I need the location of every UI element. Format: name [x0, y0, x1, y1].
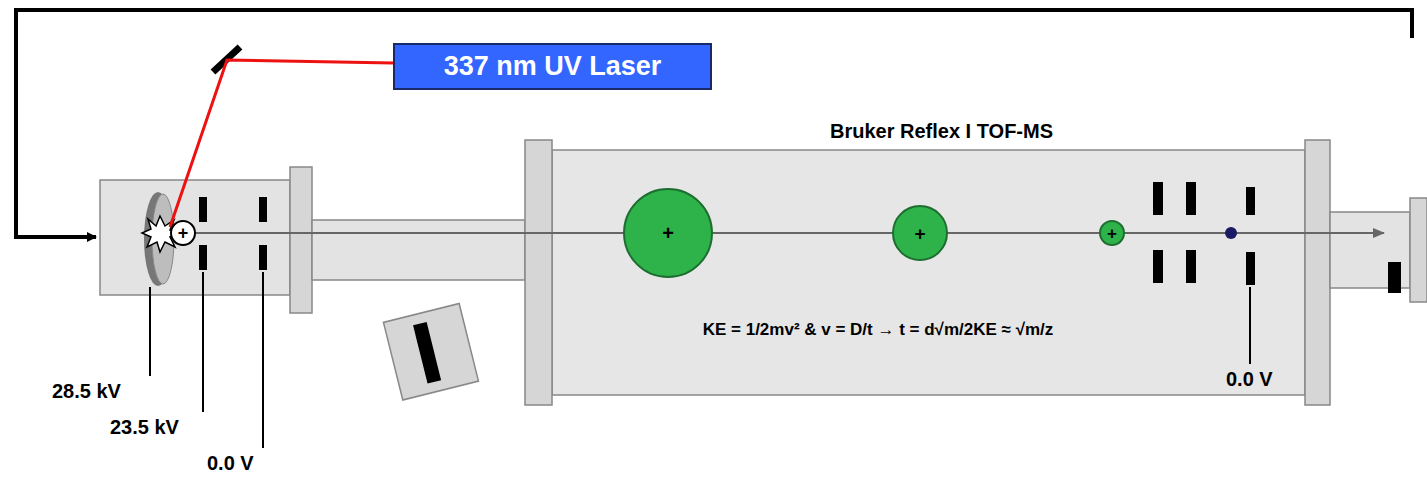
reflectron-plate	[1153, 250, 1163, 283]
source-flange	[290, 167, 312, 313]
box-label: 337 nm UV Laser	[444, 53, 662, 80]
leader-line	[262, 272, 264, 448]
laser-box: 337 nm UV Laser	[393, 43, 712, 90]
voltage-label: 28.5 kV	[52, 380, 121, 403]
detector-flange	[1410, 198, 1427, 302]
neutral-particle	[1225, 227, 1237, 239]
laser-beam	[170, 60, 393, 227]
source-housing	[100, 180, 290, 295]
charge-sign: +	[178, 224, 189, 242]
reflectron-plate	[1186, 182, 1196, 215]
linear-detector	[383, 304, 478, 400]
extraction-plate	[199, 245, 207, 270]
leader-line	[202, 272, 204, 412]
leader-line	[1249, 287, 1251, 364]
voltage-label: 0.0 V	[1226, 368, 1273, 391]
reflectron-plate	[1246, 252, 1255, 285]
voltage-label: 23.5 kV	[110, 416, 179, 439]
leader-line	[149, 287, 151, 376]
equation: KE = 1/2mv² & v = D/t → t = d√m/2KE ≈ √m…	[703, 320, 1054, 340]
reflectron-plate	[1153, 182, 1163, 215]
reflectron-plate	[1186, 250, 1196, 283]
charge-sign: +	[914, 224, 925, 243]
ground-plate	[259, 197, 267, 222]
reflectron-plate	[1246, 187, 1255, 215]
ion-circle: +	[892, 205, 948, 261]
voltage-label: 0.0 V	[207, 452, 254, 475]
flight-tube	[312, 220, 525, 280]
chamber-flange	[525, 140, 552, 405]
ion-circle: +	[623, 188, 713, 278]
ion-path	[192, 232, 1384, 234]
analyzer-chamber	[552, 150, 1305, 395]
ion-circle: +	[170, 220, 196, 246]
instrument-name: Bruker Reflex I TOF-MS	[830, 120, 1053, 143]
reflector-detector	[1388, 262, 1401, 293]
charge-sign: +	[1107, 225, 1117, 242]
ion-circle: +	[1099, 220, 1125, 246]
ground-plate	[259, 245, 267, 270]
chamber-flange	[1305, 140, 1330, 405]
charge-sign: +	[662, 223, 674, 243]
extraction-plate	[199, 197, 207, 222]
